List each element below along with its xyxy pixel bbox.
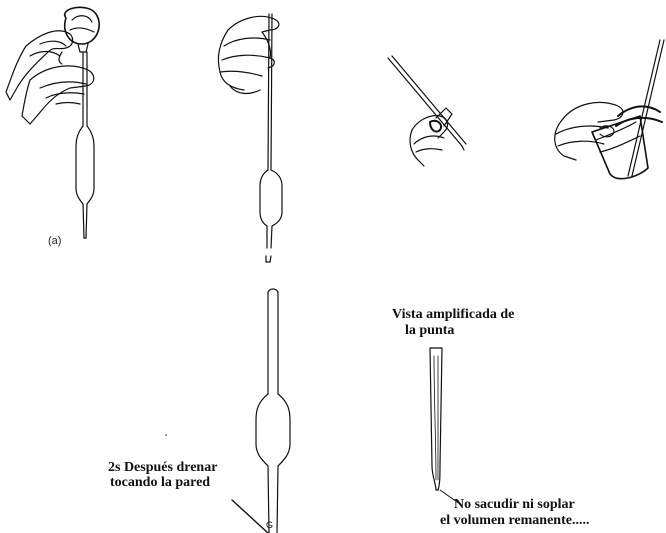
- speck: [165, 434, 167, 436]
- panel-a-label: (a): [48, 235, 61, 247]
- svg-text:G: G: [266, 520, 273, 530]
- hand-icon: [6, 31, 73, 100]
- drain-label-line1: 2s Después drenar: [108, 460, 217, 475]
- pipette-bulb-icon: [65, 7, 100, 52]
- panel-1-bulb-filling: [6, 7, 99, 238]
- pipette-icon: [76, 52, 94, 238]
- pipette-icon: [616, 40, 664, 176]
- pipette-icon: [430, 348, 442, 490]
- no-shake-label-line1: No sacudir ni soplar: [454, 497, 575, 512]
- panel-3-wipe-tip: [388, 56, 466, 166]
- hand-icon: [218, 16, 278, 93]
- magnified-tip: [430, 348, 460, 504]
- hand-icon: [555, 102, 623, 160]
- panel-4-beaker: [555, 40, 664, 179]
- hand-icon: [410, 108, 452, 166]
- wall-line: [232, 500, 268, 533]
- no-shake-label-line2: el volumen remanente.....: [440, 513, 589, 528]
- panel-2-finger-adjust: [218, 14, 282, 262]
- tip-view-label-line2: la punta: [405, 323, 454, 338]
- pipette-icon: G: [256, 289, 290, 533]
- drain-label-line2: tocando la pared: [110, 475, 210, 490]
- draining-pipette: G: [165, 289, 290, 533]
- tip-view-label-line1: Vista amplificada de: [392, 307, 514, 322]
- pipette-icon: [388, 56, 466, 150]
